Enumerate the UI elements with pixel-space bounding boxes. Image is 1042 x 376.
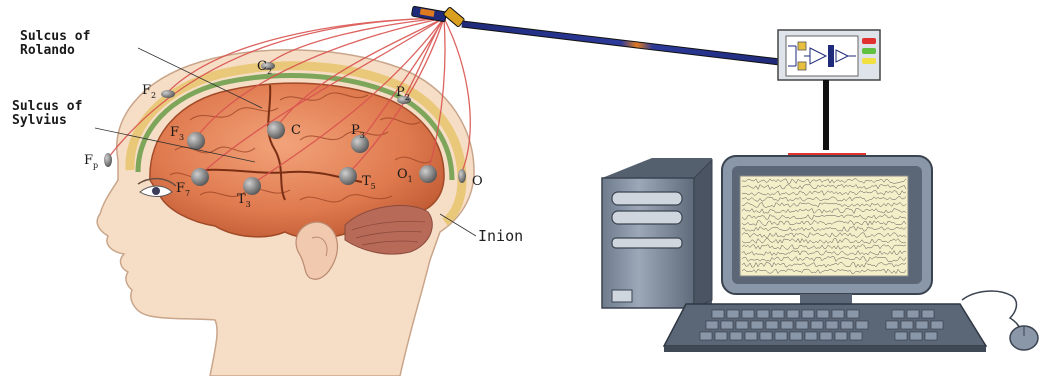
keyboard (664, 304, 986, 352)
keyboard-key (820, 332, 832, 340)
monitor (722, 154, 932, 304)
keyboard-key (901, 321, 913, 329)
pc-tower (602, 158, 712, 308)
keyboard-key (790, 332, 802, 340)
keyboard-key (892, 310, 904, 318)
keyboard-key (922, 310, 934, 318)
electrode-o-main: O (472, 174, 483, 189)
electrode-p3-main: P (351, 123, 360, 138)
electrode-p3-sub: 3 (360, 131, 365, 140)
keyboard-key (742, 310, 754, 318)
keyboard-key (727, 310, 739, 318)
electrode-fp: Fp (84, 153, 112, 170)
electrode-f7-main: F (176, 181, 185, 196)
keyboard-key (715, 332, 727, 340)
svg-text:Fp: Fp (84, 153, 98, 170)
keyboard-key (736, 321, 748, 329)
keyboard-key (802, 310, 814, 318)
keyboard-key (745, 332, 757, 340)
led-yellow (862, 58, 876, 64)
electrode-p2-main: P (396, 85, 405, 100)
keyboard-key (757, 310, 769, 318)
electrode-f2-main: F (142, 83, 151, 98)
keyboard-key (907, 310, 919, 318)
keyboard-key (700, 332, 712, 340)
keyboard-key (850, 332, 862, 340)
keyboard-key (787, 310, 799, 318)
electrode-c2-sub: 2 (267, 67, 272, 76)
keyboard-key (781, 321, 793, 329)
label-sulcus-sylvius-line1: Sulcus of (12, 99, 82, 114)
keyboard-key (772, 310, 784, 318)
electrode-f2-sub: 2 (151, 91, 156, 100)
electrode-t3-sub: 3 (246, 200, 251, 209)
keyboard-key (706, 321, 718, 329)
electrode-f3-sub: 3 (179, 133, 184, 142)
label-sulcus-rolando-line1: Sulcus of (20, 29, 90, 44)
electrode-o1-sub: 1 (408, 175, 413, 184)
keyboard-key (910, 332, 922, 340)
electrode-c-main: C (291, 123, 301, 138)
electrode-p2-sub: 2 (405, 93, 410, 102)
keyboard-key (760, 332, 772, 340)
keyboard-key (841, 321, 853, 329)
keyboard-key (811, 321, 823, 329)
electrode-f3-main: F (170, 125, 179, 140)
electrode-f7-sub: 7 (185, 189, 190, 198)
label-sulcus-rolando-line2: Rolando (20, 43, 75, 58)
electrode-t3-main: T (237, 192, 246, 207)
keyboard-key (730, 332, 742, 340)
keyboard-key (847, 310, 859, 318)
electrode-c2-main: C (257, 59, 267, 74)
keyboard-key (796, 321, 808, 329)
electrode-t5-main: T (362, 174, 371, 189)
keyboard-key (832, 310, 844, 318)
label-inion: Inion (478, 227, 523, 245)
label-sulcus-sylvius-line2: Sylvius (12, 113, 67, 128)
electrode-o1-main: O (397, 167, 408, 182)
keyboard-key (916, 321, 928, 329)
electrode-t5-sub: 5 (371, 182, 376, 191)
keyboard-key (826, 321, 838, 329)
keyboard-key (751, 321, 763, 329)
amplifier-box (778, 30, 880, 80)
keyboard-key (775, 332, 787, 340)
keyboard-key (835, 332, 847, 340)
electrode-fp-main: F (84, 153, 93, 168)
keyboard-key (895, 332, 907, 340)
led-red (862, 38, 876, 44)
keyboard-key (721, 321, 733, 329)
keyboard-key (856, 321, 868, 329)
electrode-fp-sub: p (93, 161, 98, 170)
keyboard-key (805, 332, 817, 340)
computer (602, 154, 1038, 352)
keyboard-key (712, 310, 724, 318)
keyboard-key (817, 310, 829, 318)
keyboard-key (925, 332, 937, 340)
keyboard-key (931, 321, 943, 329)
keyboard-key (886, 321, 898, 329)
led-green (862, 48, 876, 54)
keyboard-key (766, 321, 778, 329)
eeg-screen (740, 176, 908, 276)
